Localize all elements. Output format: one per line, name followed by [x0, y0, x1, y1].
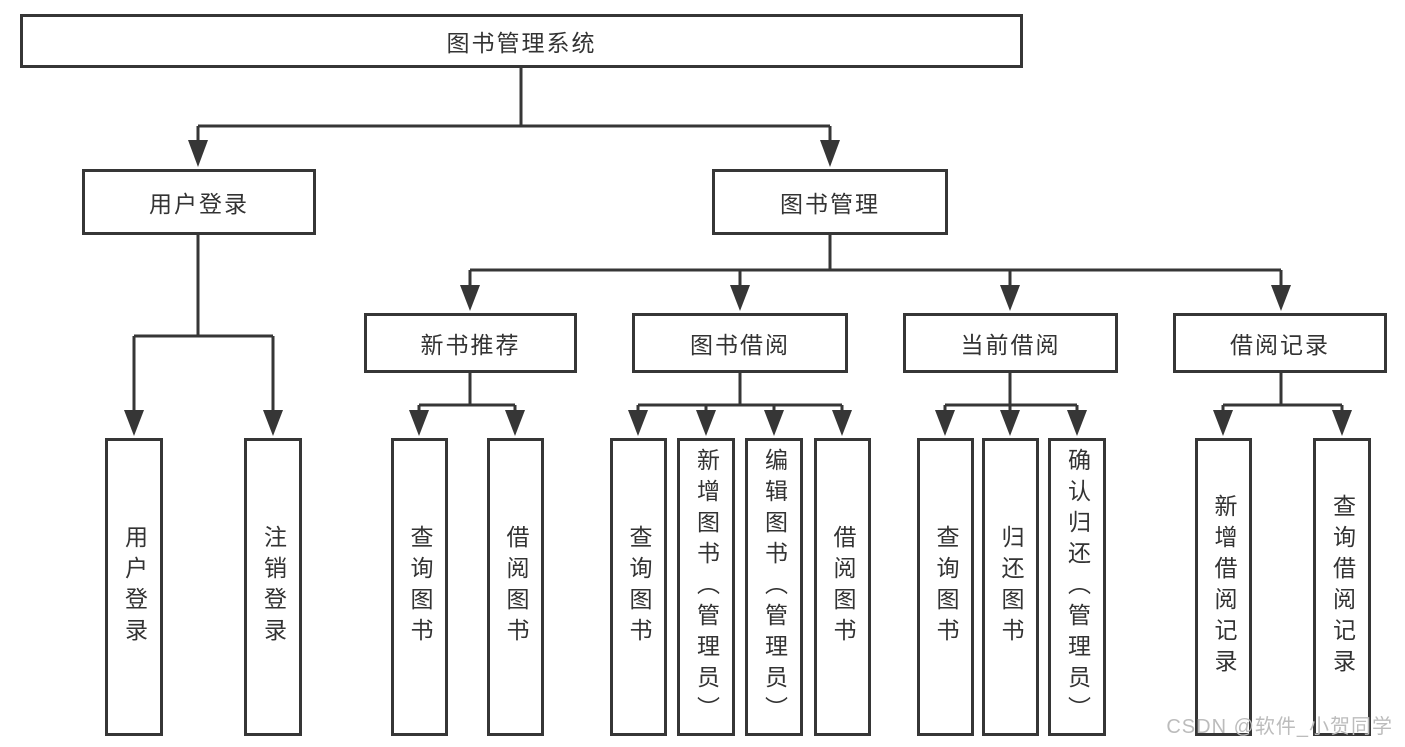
arrow-down-icon — [935, 410, 955, 436]
node-label: 归还图书 — [998, 525, 1024, 649]
leaf-query-books-2: 查询图书 — [610, 438, 667, 736]
leaf-query-books-3: 查询图书 — [917, 438, 974, 736]
node-label: 查询图书 — [407, 525, 433, 649]
leaf-logout: 注销登录 — [244, 438, 302, 736]
node-label: 图书借阅 — [690, 332, 790, 358]
node-label: 查询借阅记录 — [1329, 494, 1356, 680]
arrow-down-icon — [820, 140, 840, 167]
arrow-down-icon — [409, 410, 429, 436]
connector-borrowrecords-to-leaves — [1221, 373, 1344, 414]
arrow-down-icon — [263, 410, 283, 436]
node-root-system: 图书管理系统 — [20, 14, 1023, 68]
node-book-borrow: 图书借阅 — [632, 313, 848, 373]
connector-newbook-to-leaves — [417, 373, 517, 414]
leaf-add-books-admin: 新增图书（管理员） — [677, 438, 735, 736]
node-label: 借阅图书 — [503, 525, 529, 649]
leaf-query-books-1: 查询图书 — [391, 438, 448, 736]
node-label: 查询图书 — [933, 525, 959, 649]
node-label: 借阅记录 — [1230, 332, 1330, 358]
arrow-down-icon — [124, 410, 144, 436]
node-label: 用户登录 — [121, 525, 148, 649]
node-label: 注销登录 — [260, 525, 287, 649]
arrow-down-icon — [628, 410, 648, 436]
connector-bookmgmt-to-level3 — [468, 235, 1283, 286]
leaf-edit-books-admin: 编辑图书（管理员） — [745, 438, 803, 736]
arrow-down-icon — [1000, 410, 1020, 436]
node-label: 用户登录 — [149, 191, 249, 217]
node-label: 新书推荐 — [420, 332, 521, 358]
arrow-down-icon — [505, 410, 525, 436]
arrow-down-icon — [696, 410, 716, 436]
node-label: 新增借阅记录 — [1211, 494, 1237, 680]
leaf-add-borrow-record: 新增借阅记录 — [1195, 438, 1252, 736]
leaf-borrow-books-1: 借阅图书 — [487, 438, 544, 736]
arrow-down-icon — [1271, 285, 1291, 311]
node-user-login: 用户登录 — [82, 169, 316, 235]
node-label: 图书管理 — [780, 191, 880, 217]
connector-paths — [132, 68, 1344, 414]
arrowheads — [124, 140, 1352, 436]
leaf-borrow-books-2: 借阅图书 — [814, 438, 871, 736]
arrow-down-icon — [1000, 285, 1020, 311]
leaf-return-books: 归还图书 — [982, 438, 1039, 736]
arrow-down-icon — [764, 410, 784, 436]
connector-userlogin-to-leaves — [132, 235, 275, 410]
connector-bookborrow-to-leaves — [636, 373, 844, 414]
arrow-down-icon — [1213, 410, 1233, 436]
node-label: 确认归还（管理员） — [1064, 447, 1091, 727]
connector-currentborrow-to-leaves — [943, 373, 1079, 414]
node-book-management: 图书管理 — [712, 169, 948, 235]
arrow-down-icon — [730, 285, 750, 311]
node-label: 编辑图书（管理员） — [761, 447, 788, 727]
arrow-down-icon — [1067, 410, 1087, 436]
connector-root-to-level2 — [196, 68, 832, 140]
node-new-book-recommend: 新书推荐 — [364, 313, 577, 373]
arrow-down-icon — [460, 285, 480, 311]
arrow-down-icon — [188, 140, 208, 167]
node-label: 当前借阅 — [960, 332, 1061, 358]
node-current-borrow: 当前借阅 — [903, 313, 1118, 373]
node-label: 新增图书（管理员） — [693, 447, 720, 727]
csdn-watermark: CSDN @软件_小贺同学 — [1166, 716, 1393, 738]
node-label: 查询图书 — [626, 525, 652, 649]
node-borrow-records: 借阅记录 — [1173, 313, 1387, 373]
arrow-down-icon — [832, 410, 852, 436]
arrow-down-icon — [1332, 410, 1352, 436]
node-label: 借阅图书 — [830, 525, 856, 649]
leaf-query-borrow-record: 查询借阅记录 — [1313, 438, 1371, 736]
leaf-confirm-return-admin: 确认归还（管理员） — [1048, 438, 1106, 736]
node-label: 图书管理系统 — [446, 30, 597, 56]
leaf-user-login: 用户登录 — [105, 438, 163, 736]
